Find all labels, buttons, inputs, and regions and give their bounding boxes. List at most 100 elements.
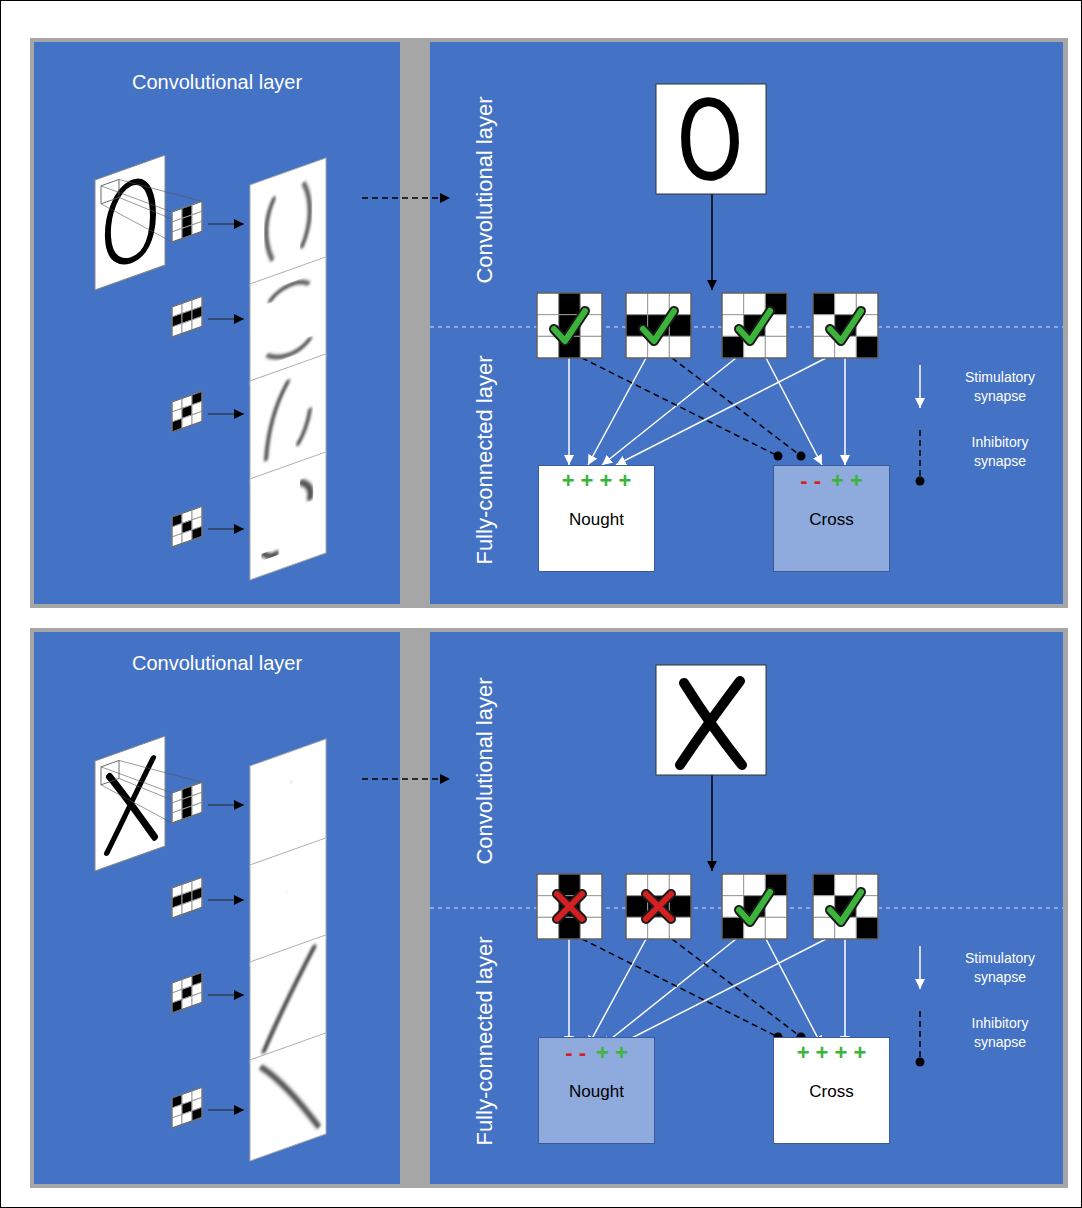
filter-kernel (172, 201, 202, 242)
layer-label: Fully-connected layer (472, 355, 498, 564)
fully-connected-panel: Convolutional layerFully-connected layer… (430, 42, 1063, 604)
inhibitory-sample (916, 430, 925, 486)
inhibitory-synapse (672, 358, 801, 456)
stimulatory-synapse (588, 358, 646, 465)
convolution-arrow (208, 900, 244, 901)
convolution-arrow (208, 529, 244, 530)
stimulatory-synapse (844, 358, 846, 465)
panel-heading: Convolutional layer (132, 650, 302, 676)
grey-frame (30, 38, 1068, 608)
legend-text: Inhibitory synapse (945, 1014, 1055, 1052)
convolution-arrow (208, 414, 244, 415)
projection-line (101, 785, 172, 823)
stimulatory-synapse (568, 358, 570, 465)
convolution-panel: Convolutional layer (34, 632, 400, 1184)
filter-kernel (813, 293, 878, 358)
filter-kernel (172, 782, 202, 823)
fully-connected-panel: Convolutional layerFully-connected layer… (430, 632, 1063, 1184)
filter-kernel (172, 877, 202, 918)
projection-line (119, 760, 202, 782)
projection-line (101, 767, 172, 793)
activation-signs: + + (831, 468, 863, 494)
input-image (95, 736, 165, 871)
activation-signs: + + + + (797, 1040, 867, 1066)
convolution-panel: Convolutional layer (34, 42, 400, 604)
stimulatory-synapse (588, 939, 646, 1046)
convolution-arrow (208, 224, 244, 225)
stimulatory-sample (920, 365, 921, 408)
cross-mark (557, 894, 582, 919)
panel-illustration (34, 632, 400, 1184)
filter-kernel (172, 972, 202, 1013)
layer-label: Convolutional layer (472, 677, 498, 864)
convolution-arrow (208, 319, 244, 320)
inhibitory-synapse (582, 358, 778, 456)
stimulatory-synapse (602, 939, 736, 1046)
input-image (656, 84, 766, 194)
synapse-dot (774, 452, 783, 461)
activation-signs: - - (800, 468, 821, 494)
panel-heading: Convolutional layer (132, 69, 302, 95)
class-box: + + + + Cross (773, 1037, 890, 1144)
stimulatory-synapse (844, 939, 846, 1046)
check-mark (830, 892, 861, 922)
filter-kernel (172, 296, 202, 337)
filter-kernel (537, 293, 602, 358)
projection-line (101, 204, 172, 242)
check-mark (739, 311, 770, 341)
filter-kernel (172, 1087, 202, 1128)
input-arrow (711, 775, 713, 871)
legend-text: Stimulatory synapse (945, 949, 1055, 987)
class-box: - - + + Nought (538, 1037, 655, 1144)
panel-illustration (430, 42, 1063, 604)
stimulatory-synapse (766, 358, 822, 465)
convolution-arrow (208, 995, 244, 996)
filter-kernel (626, 874, 691, 939)
stimulatory-synapse (616, 358, 826, 465)
class-name: Nought (539, 510, 654, 530)
input-image (95, 155, 165, 290)
convolution-arrow (208, 1110, 244, 1111)
synapse-dot (797, 452, 806, 461)
stimulatory-synapse (766, 939, 822, 1046)
panel-illustration (430, 632, 1063, 1184)
stimulatory-synapse (568, 939, 570, 1046)
grey-frame (30, 628, 1068, 1188)
cross-mark (646, 894, 671, 919)
class-name: Nought (539, 1082, 654, 1102)
projection-line (101, 186, 172, 212)
feature-map (250, 1033, 326, 1161)
panel-illustration (34, 42, 400, 604)
legend-text: Inhibitory synapse (945, 433, 1055, 471)
filter-kernel (172, 506, 202, 547)
layer-label: Convolutional layer (472, 96, 498, 283)
activation-signs: + + + + (562, 468, 632, 494)
filter-kernel (813, 874, 878, 939)
class-name: Cross (774, 510, 889, 530)
zoom-arrow (362, 778, 450, 780)
check-mark (643, 311, 674, 341)
stimulatory-sample (920, 946, 921, 989)
class-box: - - + + Cross (773, 465, 890, 572)
input-image (656, 665, 766, 775)
activation-signs: + + (596, 1040, 628, 1066)
zoom-arrow (362, 197, 450, 199)
inhibitory-synapse (672, 939, 801, 1037)
filter-kernel (722, 293, 787, 358)
check-mark (739, 892, 770, 922)
filter-kernel (722, 874, 787, 939)
filter-kernel (626, 293, 691, 358)
layer-label: Fully-connected layer (472, 936, 498, 1145)
class-name: Cross (774, 1082, 889, 1102)
stimulatory-synapse (616, 939, 826, 1046)
activation-signs: - - (565, 1040, 586, 1066)
filter-kernel (537, 874, 602, 939)
class-box: + + + + Nought (538, 465, 655, 572)
check-mark (830, 311, 861, 341)
inhibitory-synapse (582, 939, 778, 1037)
input-arrow (711, 194, 713, 290)
convolution-arrow (208, 805, 244, 806)
legend-text: Stimulatory synapse (945, 368, 1055, 406)
